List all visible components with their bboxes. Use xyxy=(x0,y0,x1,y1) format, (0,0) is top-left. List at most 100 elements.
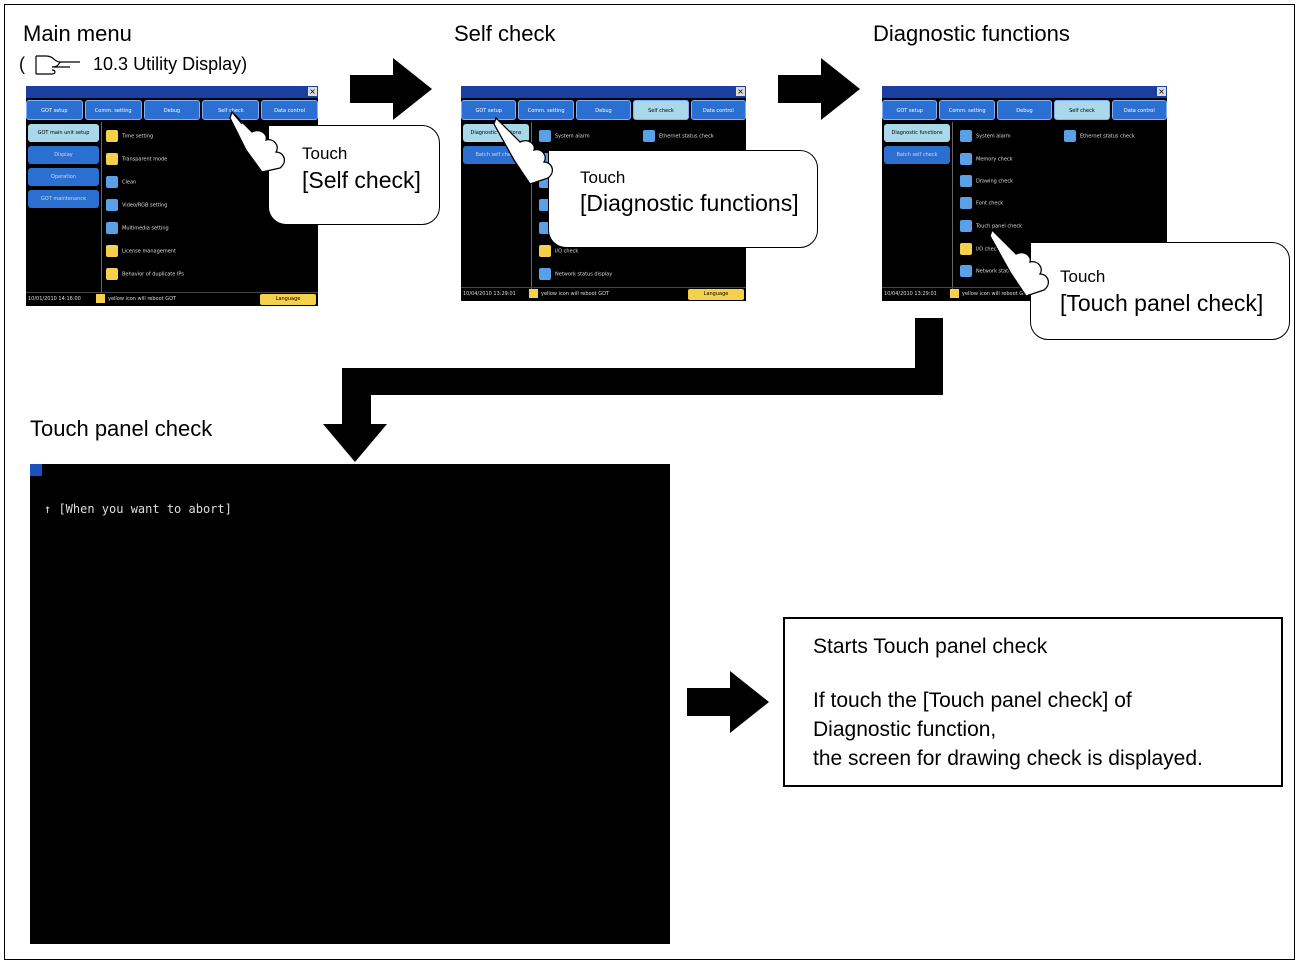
item-label: License management xyxy=(122,248,176,255)
menu-item-duplicate-ips[interactable]: Behavior of duplicate IPs xyxy=(106,268,184,281)
menu-item-io-check[interactable]: I/O check xyxy=(960,243,999,256)
title-diagnostic-functions: Diagnostic functions xyxy=(873,21,1070,46)
menu-item-memory-check[interactable]: Memory check xyxy=(960,153,1013,166)
main-menu-screen: × GOT setup Comm. setting Debug Self che… xyxy=(26,86,318,306)
tab-got-setup[interactable]: GOT setup xyxy=(26,100,83,120)
item-label: Touch panel check xyxy=(976,223,1023,230)
menu-item-io-check[interactable]: I/O check xyxy=(539,245,578,258)
language-button[interactable]: Language xyxy=(688,289,744,300)
tab-debug[interactable]: Debug xyxy=(996,100,1053,120)
menu-item-touch-panel-check[interactable]: Touch panel check xyxy=(960,220,1022,233)
item-label: I/O check xyxy=(555,248,579,255)
title-bar xyxy=(26,86,318,98)
status-label: yellow icon will reboot GOT xyxy=(962,291,1031,297)
menu-item-system-alarm[interactable]: System alarm xyxy=(539,130,590,143)
menu-item-system-alarm[interactable]: System alarm xyxy=(960,130,1011,143)
sidebar-item-display[interactable]: Display xyxy=(28,146,99,164)
menu-item-network-status[interactable]: Network status display xyxy=(960,265,1033,278)
status-label: yellow icon will reboot GOT xyxy=(108,296,177,302)
sidebar-item-operation[interactable]: Operation xyxy=(28,168,99,186)
blue-item-icon xyxy=(539,268,551,280)
tab-bar: GOT setup Comm. setting Debug Self check… xyxy=(882,100,1167,120)
right-arrow-icon xyxy=(350,58,432,120)
menu-item-network-status[interactable]: Network status display xyxy=(539,268,612,281)
menu-item-clean[interactable]: Clean xyxy=(106,176,136,189)
callout-touch-label: Touch xyxy=(302,144,348,163)
menu-item-drawing-check[interactable]: Drawing check xyxy=(960,175,1013,188)
menu-item-ethernet-status[interactable]: Ethernet status check xyxy=(1064,130,1135,143)
note-line-4: the screen for drawing check is displaye… xyxy=(813,747,1203,770)
blue-item-icon xyxy=(960,153,972,165)
callout-diagnostic-functions: Touch [Diagnostic functions] xyxy=(548,150,818,248)
menu-item-time-setting[interactable]: Time setting xyxy=(106,130,153,143)
pointing-hand-icon xyxy=(989,228,1050,297)
note-line-2: If touch the [Touch panel check] of xyxy=(813,689,1132,712)
tab-got-setup[interactable]: GOT setup xyxy=(461,100,517,120)
close-icon[interactable]: × xyxy=(1157,87,1166,96)
note-line-3: Diagnostic function, xyxy=(813,718,997,741)
figure-frame xyxy=(4,4,1295,960)
yellow-item-icon xyxy=(106,268,118,280)
sidebar-item-got-main-unit-setup[interactable]: GOT main unit setup xyxy=(28,124,99,142)
tab-data-control[interactable]: Data control xyxy=(690,100,746,120)
tab-data-control[interactable]: Data control xyxy=(1111,100,1167,120)
blue-item-icon xyxy=(643,130,655,142)
blue-item-icon xyxy=(960,265,972,277)
menu-item-font-check[interactable]: Font check xyxy=(960,197,1003,210)
language-button[interactable]: Language xyxy=(260,294,316,305)
sidebar-item-batch-self-check[interactable]: Batch self check xyxy=(884,146,950,164)
blue-item-icon xyxy=(960,197,972,209)
blue-item-icon xyxy=(106,176,118,188)
title-touch-panel-check: Touch panel check xyxy=(30,416,213,441)
right-arrow-icon xyxy=(778,58,860,120)
touch-panel-check-screen[interactable]: ↑ [When you want to abort] xyxy=(30,464,670,944)
menu-item-license[interactable]: License management xyxy=(106,245,176,258)
tab-comm-setting[interactable]: Comm. setting xyxy=(84,100,142,120)
tab-self-check[interactable]: Self check xyxy=(1054,100,1110,120)
blue-item-icon xyxy=(960,130,972,142)
sidebar-item-diagnostic-functions[interactable]: Diagnostic functions xyxy=(884,124,950,142)
menu-item-multimedia[interactable]: Multimedia setting xyxy=(106,222,169,235)
tab-comm-setting[interactable]: Comm. setting xyxy=(518,100,574,120)
item-label: Font check xyxy=(976,200,1004,207)
menu-item-ethernet-status[interactable]: Ethernet status check xyxy=(643,130,714,143)
blue-item-icon xyxy=(106,222,118,234)
tab-debug[interactable]: Debug xyxy=(575,100,632,120)
abort-hint: ↑ [When you want to abort] xyxy=(44,502,232,516)
sidebar-item-got-maintenance[interactable]: GOT maintenance xyxy=(28,190,99,208)
title-main-menu: Main menu xyxy=(23,21,132,46)
item-label: Ethernet status check xyxy=(1080,133,1135,140)
status-text: yellow icon will reboot GOT xyxy=(529,288,609,301)
yellow-item-icon xyxy=(106,153,118,165)
tab-debug[interactable]: Debug xyxy=(143,100,201,120)
callout-touch-label: Touch xyxy=(580,168,626,187)
tab-self-check[interactable]: Self check xyxy=(633,100,689,120)
yellow-status-icon xyxy=(529,289,538,298)
item-label: Behavior of duplicate IPs xyxy=(122,271,184,278)
reference-text: 10.3 Utility Display) xyxy=(93,53,248,74)
tab-data-control[interactable]: Data control xyxy=(261,100,318,120)
ref-open: ( xyxy=(19,53,25,74)
hand-reference-icon xyxy=(35,55,81,75)
callout-touch-panel-check: Touch [Touch panel check] xyxy=(1030,242,1290,340)
close-icon[interactable]: × xyxy=(308,87,317,96)
yellow-status-icon xyxy=(950,289,959,298)
title-bar xyxy=(882,86,1167,98)
menu-item-video-rgb[interactable]: Video/RGB setting xyxy=(106,199,167,212)
tab-comm-setting[interactable]: Comm. setting xyxy=(939,100,995,120)
note-line-1: Starts Touch panel check xyxy=(813,635,1048,658)
item-label: Memory check xyxy=(976,156,1013,163)
touch-target-square[interactable] xyxy=(30,464,42,476)
callout-touch-label: Touch xyxy=(1060,267,1106,286)
blue-item-icon xyxy=(1064,130,1076,142)
tab-got-setup[interactable]: GOT setup xyxy=(882,100,938,120)
close-icon[interactable]: × xyxy=(736,87,745,96)
menu-item-transparent-mode[interactable]: Transparent mode xyxy=(106,153,167,166)
status-bar: 10/01/2010 14:16:00 yellow icon will reb… xyxy=(26,292,318,306)
status-bar: 10/04/2010 13:29:01 yellow icon will reb… xyxy=(461,287,746,301)
item-label: Clean xyxy=(122,179,137,186)
yellow-item-icon xyxy=(960,243,972,255)
blue-item-icon xyxy=(539,130,551,142)
callout-self-check: Touch [Self check] xyxy=(268,125,440,225)
item-label: Multimedia setting xyxy=(122,225,169,232)
